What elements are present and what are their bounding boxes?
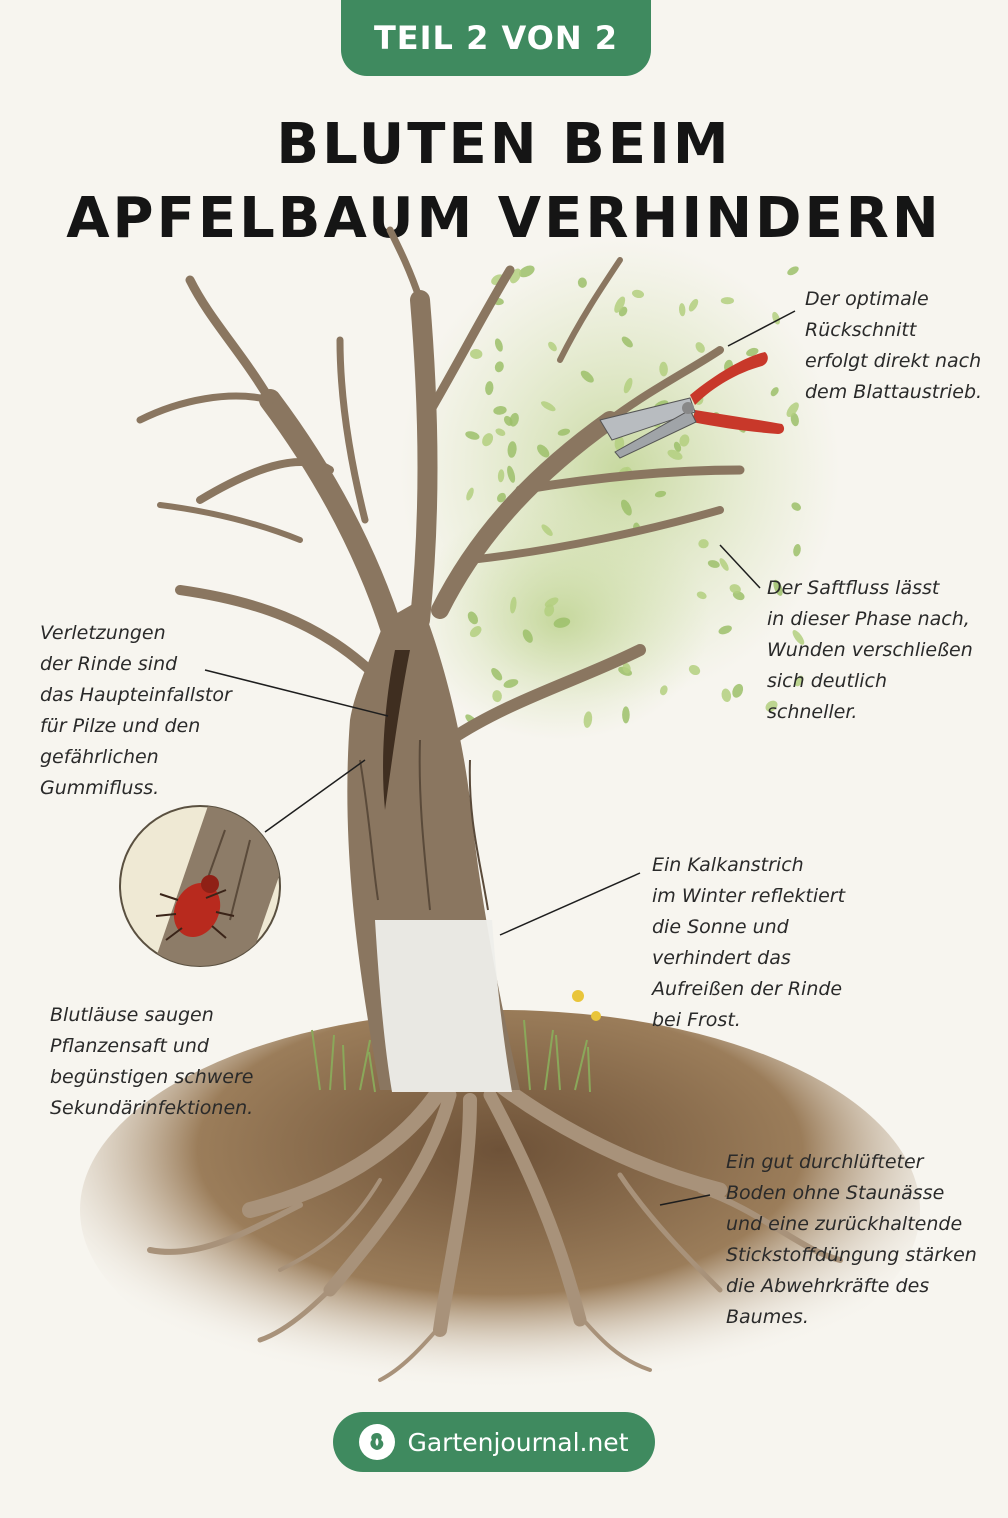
leaf: [621, 336, 633, 348]
annotation-soil: Ein gut durchlüfteter Boden ohne Staunäs…: [726, 1151, 977, 1328]
branches: [136, 226, 745, 746]
soil-area: [80, 1010, 920, 1410]
leaf: [507, 465, 516, 483]
annotation-aphids: Blutläuse saugen Pflanzensaft und begüns…: [50, 1004, 254, 1119]
leaf: [544, 604, 555, 617]
leaf: [493, 406, 507, 415]
foliage: [400, 240, 840, 740]
leaf: [537, 444, 550, 458]
leaf: [580, 370, 594, 383]
leaf: [553, 617, 571, 628]
leaf: [492, 690, 502, 703]
footer-brand-text: Gartenjournal.net: [407, 1427, 629, 1457]
part-badge: TEIL 2 VON 2: [341, 0, 651, 76]
leaf: [791, 502, 801, 511]
leaf: [794, 675, 804, 687]
leaf: [614, 436, 625, 451]
leaf: [667, 449, 683, 460]
leaf: [465, 431, 480, 440]
leaf: [541, 401, 556, 412]
leaf: [732, 683, 744, 698]
aphid-icon: [155, 875, 235, 941]
leaf: [469, 626, 482, 638]
leaf: [631, 289, 645, 299]
leaf: [623, 377, 633, 394]
leaf: [792, 630, 805, 645]
leaf: [622, 706, 630, 724]
leaf: [688, 664, 701, 676]
leaf: [510, 596, 517, 614]
leaf: [497, 469, 505, 483]
leaf: [688, 298, 699, 312]
annotation-lime-coating: Ein Kalkanstrich im Winter reflektiert d…: [652, 854, 846, 1031]
leaf: [583, 711, 593, 728]
leaf: [679, 434, 690, 447]
leaf: [522, 629, 533, 643]
title-line-2: APFELBAUM VERHINDERN: [66, 186, 942, 251]
leaf: [466, 487, 474, 501]
leaf: [482, 433, 494, 447]
leaf: [678, 303, 686, 317]
leaf: [467, 611, 479, 625]
leaf: [654, 490, 667, 498]
leaf: [707, 560, 720, 568]
leaf: [470, 348, 483, 360]
grass: [311, 1019, 591, 1093]
annotation-pruning: Der optimale Rückschnitt erfolgt direkt …: [805, 288, 983, 403]
leaf: [485, 381, 494, 396]
leaf: [729, 584, 741, 594]
leaf: [509, 412, 519, 427]
leaf: [518, 265, 535, 278]
leaf: [695, 342, 705, 353]
gartenjournal-logo-icon: [359, 1424, 396, 1460]
leaf: [659, 361, 668, 377]
leaf: [621, 499, 632, 516]
leaf: [494, 361, 504, 373]
leaf: [770, 387, 779, 397]
leaf: [544, 597, 559, 608]
leaf: [507, 441, 517, 458]
leaf: [696, 591, 707, 600]
callout-lines: [204, 310, 796, 1206]
leaf: [790, 412, 799, 427]
aphid-inset: [119, 805, 281, 967]
leaf: [721, 688, 732, 703]
leaf: [497, 492, 506, 503]
leaf: [557, 428, 571, 436]
leaf: [793, 543, 801, 557]
leaf: [577, 277, 587, 288]
leaf: [659, 685, 668, 696]
footer-brand-pill[interactable]: Gartenjournal.net: [333, 1412, 655, 1472]
page-title: BLUTEN BEIM APFELBAUM VERHINDERN: [0, 108, 1008, 256]
leaf: [718, 625, 732, 635]
annotation-bark-injury: Verletzungen der Rinde sind das Hauptein…: [40, 622, 232, 799]
leaf: [494, 338, 503, 352]
annotation-sap-flow: Der Saftfluss lässt in dieser Phase nach…: [767, 577, 973, 723]
leaf: [787, 266, 799, 276]
dandelion-flowers: [572, 990, 601, 1021]
leaf: [765, 700, 778, 712]
roots: [147, 1077, 843, 1382]
leaf: [746, 347, 759, 357]
leaf: [541, 524, 553, 536]
leaf: [673, 441, 682, 452]
leaf: [548, 341, 557, 352]
pruning-shears-icon: [599, 352, 785, 459]
leaf: [495, 428, 506, 436]
trunk: [347, 600, 520, 1092]
leaf: [720, 297, 735, 305]
leaf: [698, 539, 709, 549]
title-line-1: BLUTEN BEIM: [276, 112, 732, 177]
leaf: [622, 662, 631, 674]
leaf: [773, 579, 783, 596]
leaf: [614, 296, 626, 313]
leaf: [491, 668, 503, 681]
leaf: [786, 402, 799, 417]
leaf: [719, 558, 729, 571]
leaf: [503, 679, 519, 688]
